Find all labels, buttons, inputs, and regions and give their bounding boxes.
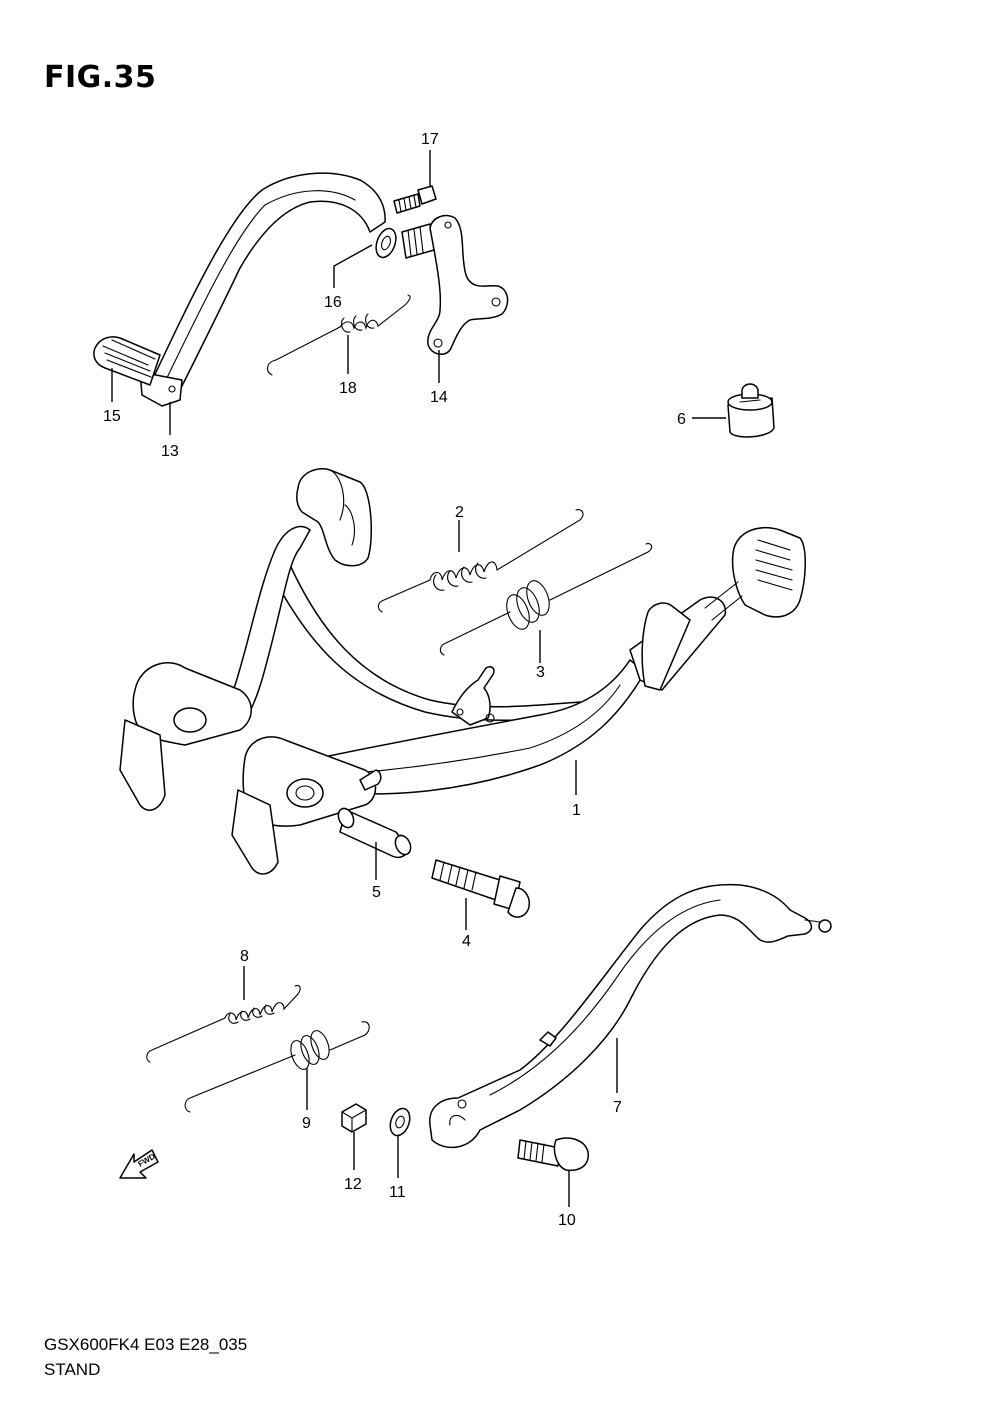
callout-17: 17 [421,131,439,148]
rubber-stopper-6-part [727,383,775,438]
washer-11-part [389,1107,411,1137]
callout-labels: 1 2 3 4 5 6 7 8 9 10 11 12 13 14 15 16 1… [103,131,686,1229]
bolt-4-part [431,859,530,918]
washer-16-part [375,227,397,259]
side-stand-part [429,883,832,1149]
spring-8-part [146,984,301,1063]
callout-16: 16 [324,294,342,311]
spring-18-part [267,294,411,376]
spring-9-part [184,1021,370,1113]
callout-5: 5 [372,884,381,901]
nut-12-part [341,1103,367,1133]
callout-13: 13 [161,443,179,460]
callout-1: 1 [572,802,581,819]
callout-9: 9 [302,1115,311,1132]
center-stand-part [119,468,807,875]
callout-2: 2 [455,504,464,521]
callout-6: 6 [677,411,686,428]
pivot-bolt-10-part [517,1137,589,1172]
callout-3: 3 [536,664,545,681]
callout-15: 15 [103,408,121,425]
callout-11: 11 [389,1184,406,1201]
figure-title: FIG.35 [44,60,157,95]
callout-7: 7 [613,1099,622,1116]
spring-2-part [377,509,584,613]
callout-18: 18 [339,380,357,397]
spring-3-part [439,543,653,656]
spacer-5-part [337,807,412,859]
forward-direction-arrow: FWD [119,1149,159,1179]
callout-10: 10 [558,1212,576,1229]
section-name: STAND [44,1360,101,1379]
shaft-bracket-14-part [401,214,509,355]
leader-lines [111,150,726,1207]
callout-12: 12 [344,1176,362,1193]
callout-8: 8 [240,948,249,965]
bolt-17-part [393,185,437,214]
callout-4: 4 [462,933,471,950]
model-code: GSX600FK4 E03 E28_035 [44,1335,248,1354]
brake-pedal-part [93,172,386,407]
callout-14: 14 [430,389,448,406]
